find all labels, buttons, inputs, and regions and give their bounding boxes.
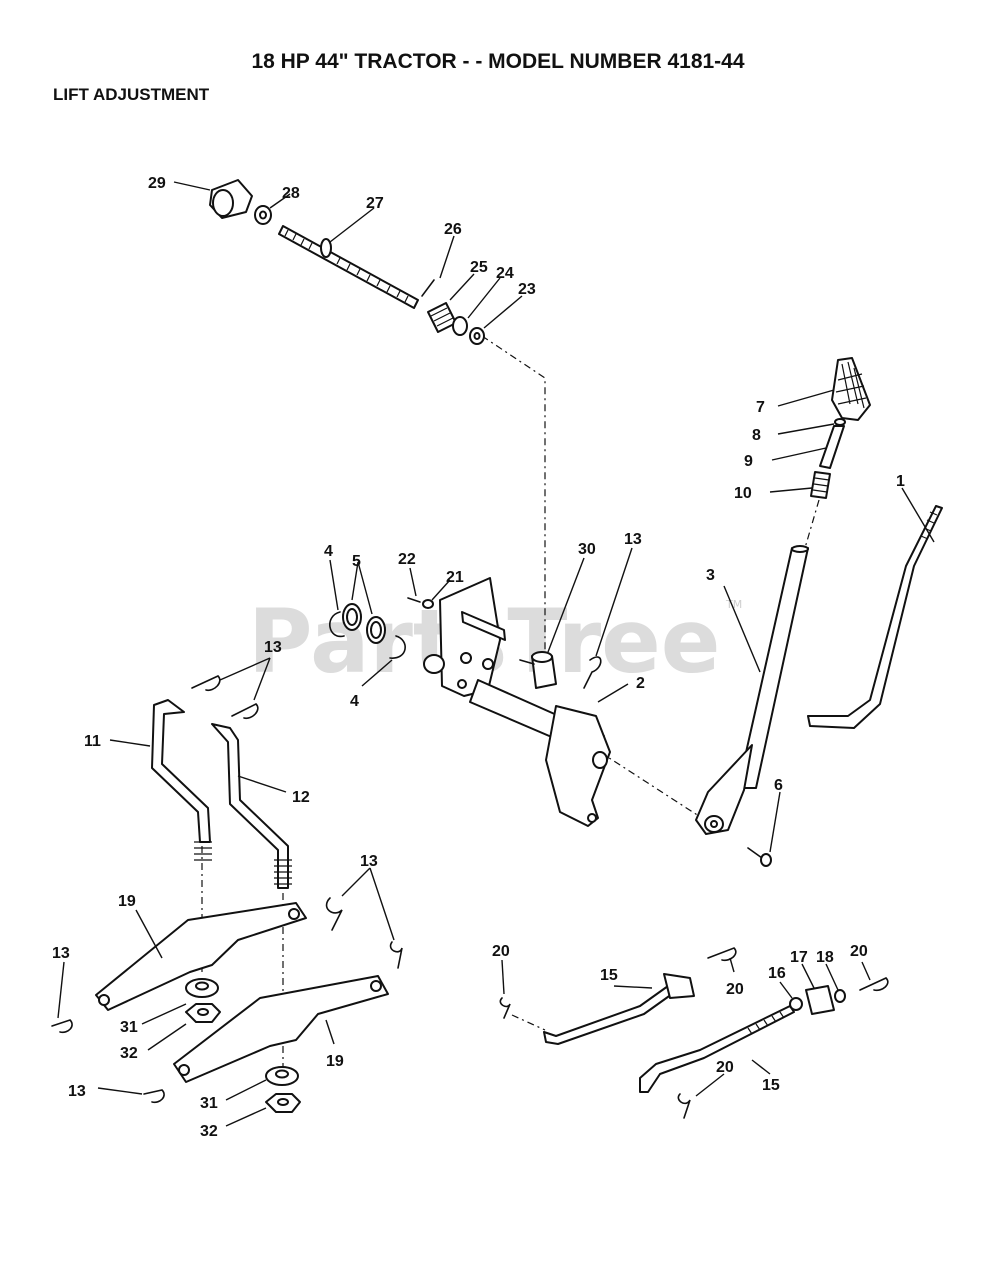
part-13-clip-b <box>231 703 259 720</box>
part-26-pin <box>421 279 435 297</box>
callout-20-b: 20 <box>726 981 744 998</box>
part-29-knob <box>209 179 253 219</box>
callout-19-lower: 19 <box>326 1053 344 1070</box>
part-6-bolt <box>747 847 772 867</box>
part-1-lift-rod <box>807 505 943 729</box>
callout-28: 28 <box>282 185 300 202</box>
callout-25: 25 <box>470 259 488 276</box>
part-3-lift-lever <box>695 545 809 835</box>
part-24-washer <box>452 316 468 336</box>
part-22-pin <box>407 597 421 603</box>
part-18-washer <box>834 989 846 1003</box>
callout-24: 24 <box>496 265 514 282</box>
part-7-grip <box>831 357 871 421</box>
callout-32-a: 32 <box>120 1045 138 1062</box>
part-4-ring-a <box>329 611 345 638</box>
callout-11: 11 <box>84 733 101 750</box>
part-31-washer-a <box>185 978 219 998</box>
part-19-lift-arm-upper <box>95 902 307 1011</box>
callout-27: 27 <box>366 195 384 212</box>
part-25-spring <box>427 302 457 333</box>
callout-31-b: 31 <box>200 1095 218 1112</box>
callout-16: 16 <box>768 965 786 982</box>
part-32-nut-a <box>185 1003 221 1023</box>
part-11-lift-link <box>151 699 212 861</box>
callout-15-a: 15 <box>600 967 618 984</box>
part-17-block <box>805 985 835 1015</box>
assembly-line-screw <box>481 335 546 655</box>
callout-13-shaft: 13 <box>624 531 642 548</box>
callout-1: 1 <box>896 473 905 490</box>
callout-20-a: 20 <box>492 943 510 960</box>
callout-10: 10 <box>734 485 752 502</box>
part-13-clip-e <box>51 1019 73 1034</box>
callout-13-left: 13 <box>52 945 70 962</box>
watermark-trademark: TM <box>725 598 742 611</box>
callout-17: 17 <box>790 949 808 966</box>
part-10-spring <box>810 471 831 499</box>
callout-31-a: 31 <box>120 1019 138 1036</box>
callout-21: 21 <box>446 569 464 586</box>
callout-5: 5 <box>352 553 361 570</box>
callout-6: 6 <box>774 777 783 794</box>
part-30-pin <box>519 659 535 665</box>
part-13-clip-d <box>389 941 403 969</box>
callout-30: 30 <box>578 541 596 558</box>
assembly-line-handle <box>804 499 820 549</box>
part-15-rod-upper <box>543 973 695 1045</box>
callout-15-b: 15 <box>762 1077 780 1094</box>
callout-29: 29 <box>148 175 166 192</box>
part-20-clip-a <box>499 997 511 1019</box>
part-30-block <box>531 651 557 689</box>
callout-9: 9 <box>744 453 753 470</box>
page-title: 18 HP 44" TRACTOR - - MODEL NUMBER 4181-… <box>251 50 744 73</box>
callout-23: 23 <box>518 281 536 298</box>
part-9-shaft <box>819 425 845 469</box>
callout-20-c: 20 <box>850 943 868 960</box>
part-2-lift-shaft <box>423 577 611 827</box>
part-15-rod-lower <box>639 1005 795 1093</box>
callout-7: 7 <box>756 399 765 416</box>
part-20-clip-c <box>859 977 889 992</box>
section-title: LIFT ADJUSTMENT <box>53 85 210 104</box>
part-13-clip-shaft <box>583 656 602 689</box>
part-20-clip-b <box>707 947 737 962</box>
part-4-ring-b <box>389 635 406 659</box>
part-32-nut-b <box>265 1093 301 1113</box>
callout-2: 2 <box>636 675 645 692</box>
part-12-lift-link <box>211 723 292 889</box>
callout-32-b: 32 <box>200 1123 218 1140</box>
part-28-washer <box>254 205 272 225</box>
part-13-clip-a <box>191 675 221 692</box>
callout-19-upper: 19 <box>118 893 136 910</box>
part-31-washer-b <box>265 1066 299 1086</box>
callout-26: 26 <box>444 221 462 238</box>
part-8-washer <box>834 418 846 426</box>
callouts: 29 28 27 26 25 24 23 7 8 9 10 1 3 6 4 5 … <box>52 175 935 1140</box>
assembly-line-rod-15 <box>511 1014 546 1031</box>
part-20-clip-d <box>677 1093 691 1119</box>
part-19-lift-arm-lower <box>173 975 389 1083</box>
callout-13-bottom: 13 <box>68 1083 86 1100</box>
callout-13-arms: 13 <box>360 853 378 870</box>
part-13-clip-c <box>325 897 343 931</box>
part-5-washers <box>342 603 386 644</box>
callout-4-upper: 4 <box>324 543 333 560</box>
assembly-line-lever <box>599 751 706 821</box>
part-13-clip-f <box>143 1089 165 1104</box>
callout-13-links: 13 <box>264 639 282 656</box>
callout-18: 18 <box>816 949 834 966</box>
part-16-washer <box>789 997 803 1011</box>
part-27-adjusting-rod <box>278 225 419 309</box>
callout-3: 3 <box>706 567 715 584</box>
callout-22: 22 <box>398 551 416 568</box>
callout-8: 8 <box>752 427 761 444</box>
part-21-washer <box>422 599 434 609</box>
callout-4-lower: 4 <box>350 693 359 710</box>
callout-20-d: 20 <box>716 1059 734 1076</box>
part-23-nut <box>469 327 485 345</box>
callout-12: 12 <box>292 789 310 806</box>
